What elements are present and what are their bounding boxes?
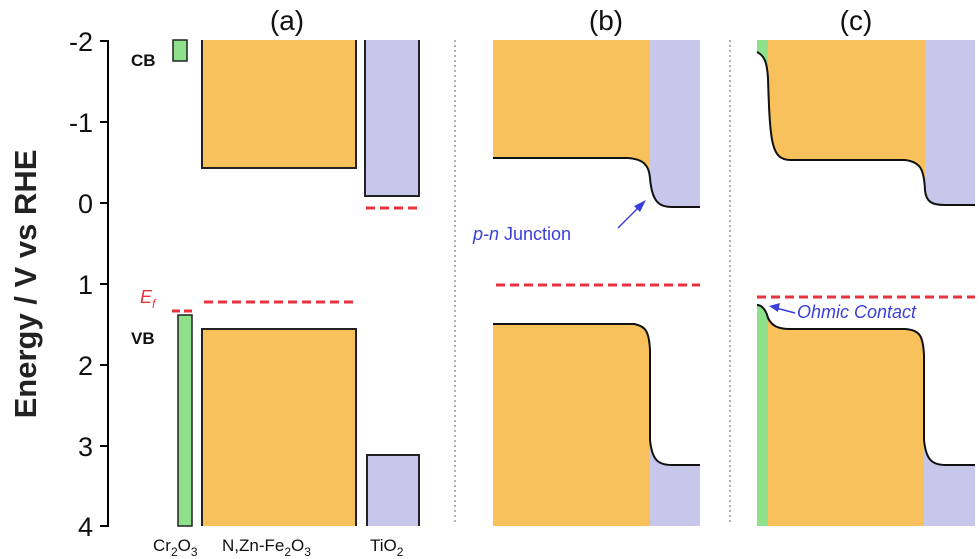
- cr2o3-vb-region: [757, 305, 768, 526]
- nzfo-cb-region: [493, 40, 650, 180]
- ohmic-arrow-line: [775, 307, 796, 314]
- y-axis-ticks: [100, 40, 108, 527]
- panel-label-b: (b): [589, 5, 623, 36]
- pn-junction-label: p-n Junction: [472, 224, 571, 244]
- tio2-vb-region-c: [924, 440, 975, 526]
- y-tick-label: 3: [78, 432, 93, 462]
- nzfo-vb-region: [493, 324, 650, 526]
- vb-label: VB: [131, 329, 155, 348]
- cb-label: CB: [131, 51, 156, 70]
- nzfo-cb-block: [202, 40, 356, 168]
- nzfo-label: N,Zn-Fe2O3: [222, 536, 311, 559]
- tio2-cb-block: [365, 40, 419, 196]
- tio2-label: TiO2: [370, 536, 404, 559]
- panel-a: CB VB Ef Cr2O3 N,Zn-Fe2O3 TiO2: [131, 39, 420, 559]
- nzfo-vb-block: [202, 329, 356, 526]
- tio2-vb-block: [367, 455, 419, 526]
- vb-edge-curve: [493, 323, 700, 466]
- panel-label-a: (a): [270, 5, 304, 36]
- tio2-vb-edge: [366, 454, 420, 526]
- y-tick-label: 4: [78, 512, 93, 542]
- ef-label: Ef: [140, 287, 157, 311]
- y-tick-label: 2: [78, 351, 93, 381]
- nzfo-vb-edge: [201, 328, 357, 526]
- pn-arrow-head: [634, 200, 646, 212]
- nzfo-cb-region-c: [768, 40, 975, 205]
- y-tick-label: 0: [78, 189, 93, 219]
- cb-edge-curve: [493, 157, 700, 208]
- y-tick-label: -1: [69, 108, 93, 138]
- panel-c: Ohmic Contact: [756, 40, 975, 526]
- panel-b: p-n Junction: [472, 40, 700, 526]
- vb-edge-curve-c: [756, 304, 975, 466]
- cr2o3-label: Cr2O3: [153, 536, 198, 559]
- y-tick-label: 1: [78, 270, 93, 300]
- panel-label-c: (c): [840, 5, 873, 36]
- y-axis-title: Energy / V vs RHE: [8, 150, 43, 419]
- ohmic-arrow-head: [769, 303, 780, 312]
- cr2o3-vb-bar: [177, 314, 193, 527]
- tio2-cb-region-c: [925, 40, 975, 205]
- cb-edge-curve-c: [756, 51, 975, 206]
- y-tick-labels: -2 -1 0 1 2 3 4: [69, 27, 93, 542]
- tio2-cb-edge: [364, 40, 420, 197]
- y-tick-label: -2: [69, 27, 93, 57]
- nzfo-cb-edge: [201, 40, 357, 169]
- ohmic-contact-label: Ohmic Contact: [797, 302, 917, 322]
- cr2o3-cb-bar: [172, 39, 188, 62]
